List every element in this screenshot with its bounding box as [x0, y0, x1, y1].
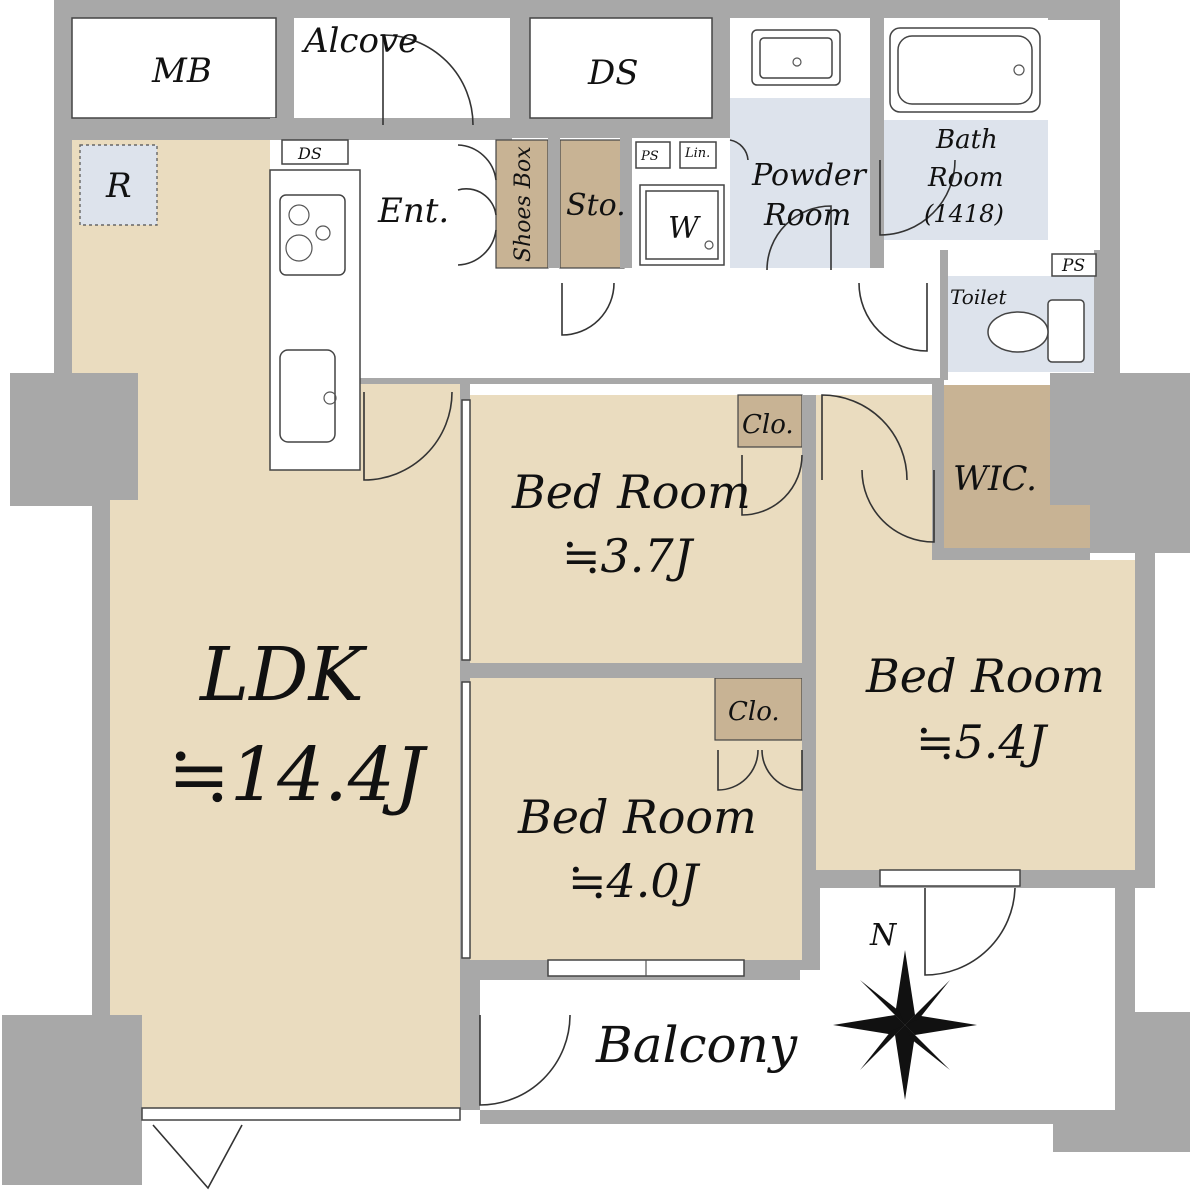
bedroom-3-size: ≒5.4J	[916, 715, 1049, 769]
storage-room	[559, 139, 625, 269]
doors	[152, 34, 1016, 1190]
walk-in-closet	[944, 385, 1090, 548]
wic-label: WIC.	[953, 459, 1037, 499]
linen-box	[679, 141, 717, 169]
ps-box	[635, 141, 671, 169]
ds-small-box	[281, 139, 349, 165]
ldk-size: ≒14.4J	[168, 732, 429, 818]
linen-label: Lin.	[684, 146, 710, 161]
cooktop	[279, 194, 346, 276]
ds-small-label: DS	[297, 144, 322, 163]
ps-label: PS	[640, 149, 659, 164]
bedroom-1-closet-label: Clo.	[742, 410, 794, 440]
bedroom-1-name: Bed Room	[511, 465, 751, 519]
bedroom-3-name: Bed Room	[865, 649, 1105, 703]
burner-icon	[288, 204, 310, 226]
drain-icon	[792, 57, 802, 67]
powder-room-label: Powder	[751, 158, 868, 193]
balcony	[480, 888, 1115, 1110]
column	[2, 1015, 142, 1185]
column	[10, 373, 138, 506]
north-label: N	[869, 918, 898, 953]
hallway	[360, 280, 940, 380]
toilet-bowl	[987, 311, 1049, 353]
bedroom-3	[816, 395, 1135, 870]
bedroom-2-closet	[714, 677, 803, 741]
drain-icon	[1013, 64, 1025, 76]
toilet-tank	[1047, 299, 1085, 363]
storage-label: Sto.	[566, 188, 626, 223]
mb-room	[71, 17, 277, 119]
ds-room	[529, 17, 713, 119]
powder-room-label-2: Room	[763, 198, 851, 233]
balcony-label: Balcony	[595, 1016, 798, 1074]
bath-room	[884, 120, 1048, 240]
burner-icon	[315, 225, 331, 241]
r-label: R	[105, 166, 132, 206]
bedroom-2-size: ≒4.0J	[568, 854, 701, 908]
drain-icon	[704, 240, 714, 250]
alcove-area	[294, 18, 510, 118]
faucet-icon	[323, 391, 337, 405]
mb-label: MB	[151, 51, 212, 91]
entrance-label: Ent.	[377, 191, 449, 231]
bedroom-2-name: Bed Room	[517, 790, 757, 844]
ps-label-2: PS	[1061, 256, 1085, 276]
burner-icon	[285, 234, 313, 262]
bedroom-1-size: ≒3.7J	[562, 529, 695, 583]
shoes-box-label: Shoes Box	[511, 146, 536, 262]
compass-icon	[833, 950, 977, 1100]
entrance-area	[360, 140, 496, 280]
bathtub-inner	[897, 35, 1033, 105]
bedroom-1-closet	[737, 394, 803, 448]
powder-room	[730, 98, 870, 268]
refrigerator-space	[79, 144, 158, 226]
bedroom-2-closet-label: Clo.	[728, 697, 780, 727]
alcove-label: Alcove	[301, 21, 418, 61]
toilet-label: Toilet	[950, 285, 1007, 309]
ldk-name: LDK	[198, 632, 367, 718]
shoes-box	[495, 139, 549, 269]
bath-label-2: Room	[927, 163, 1004, 193]
washer-label: W	[668, 211, 701, 246]
ds-label: DS	[587, 53, 639, 93]
kitchen-sink	[279, 349, 336, 443]
bath-label: Bath	[935, 125, 998, 155]
windows	[141, 399, 1021, 1121]
bath-size-label: (1418)	[924, 200, 1004, 228]
ps-box-2	[1051, 253, 1097, 277]
